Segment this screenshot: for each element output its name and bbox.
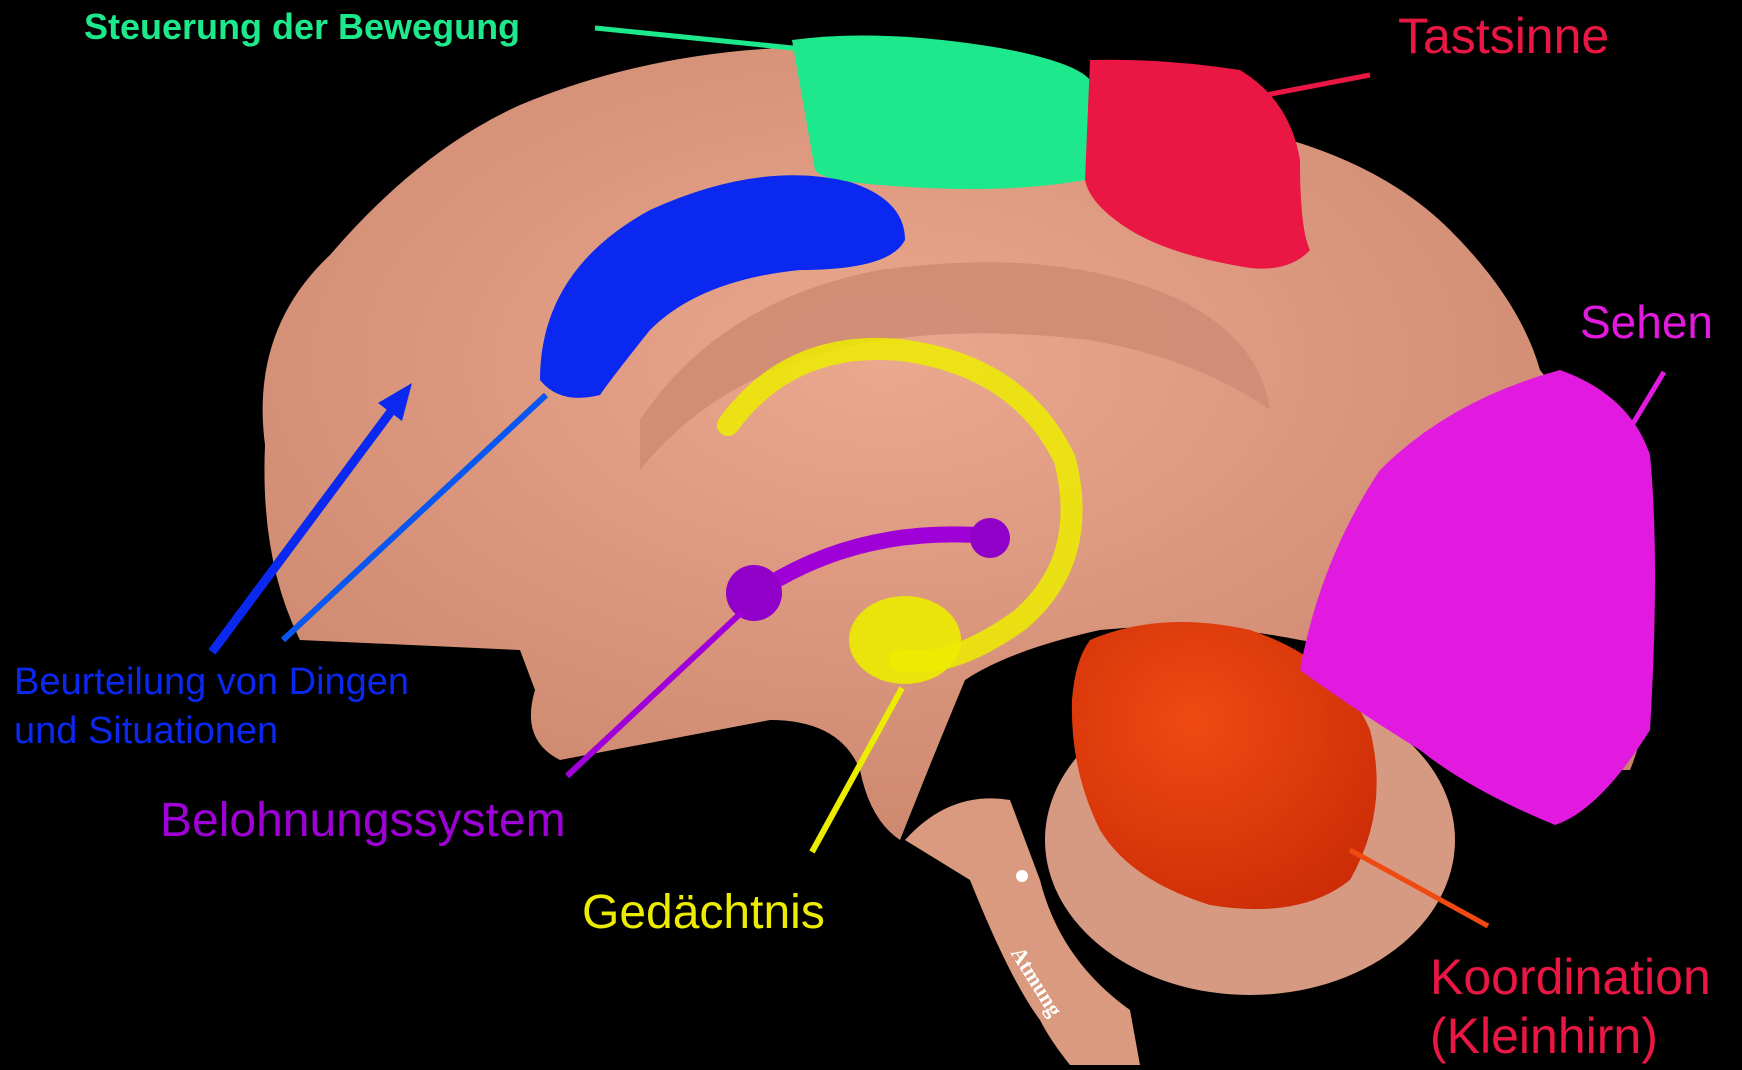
reward-node-right [970,518,1010,558]
judgment-label-line1: Beurteilung von Dingen [14,658,409,707]
coordination-label-line2: (Kleinhirn) [1430,1007,1711,1066]
touch-label: Tastsinne [1398,10,1609,63]
memory-blob [849,596,961,684]
reward-node-left [726,565,782,621]
memory-label: Gedächtnis [582,888,825,938]
coordination-label: Koordination (Kleinhirn) [1430,948,1711,1066]
vision-label: Sehen [1580,298,1713,346]
judgment-label-line2: und Situationen [14,707,409,756]
coordination-label-line1: Koordination [1430,948,1711,1007]
reward-label: Belohnungssystem [160,796,566,846]
touch-leader [1250,75,1370,98]
judgment-label: Beurteilung von Dingen und Situationen [14,658,409,757]
motor-leader [595,28,812,50]
breathing-dot [1016,870,1028,882]
motor-region [792,36,1090,190]
motor-label: Steuerung der Bewegung [84,8,520,46]
